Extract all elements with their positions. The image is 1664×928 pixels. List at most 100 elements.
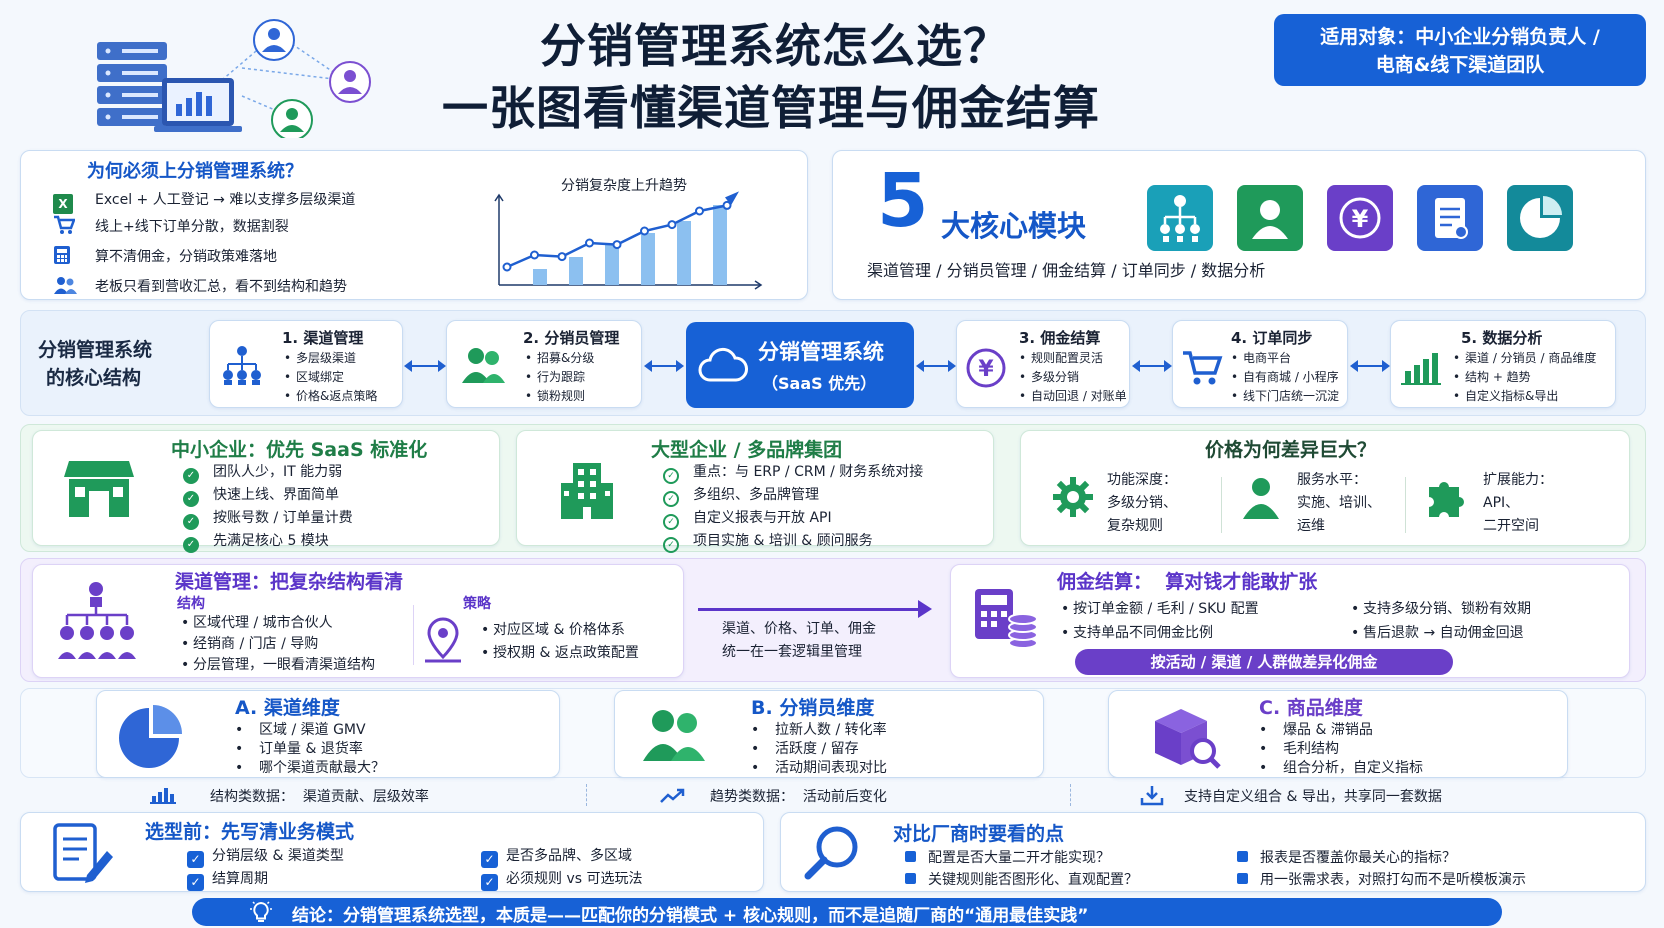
block-item: 锁粉规则: [523, 387, 594, 406]
chart-bar: [533, 269, 547, 285]
channel-struct-label: 结构: [177, 596, 205, 612]
block-title: 3. 佣金结算: [1019, 329, 1101, 347]
channel-title: 渠道管理：把复杂结构看清: [175, 571, 404, 593]
cart-icon: [53, 215, 76, 244]
center-subtitle: （SaaS 优先）: [762, 374, 877, 393]
enterprise-item: ✓项目实施 & 培训 & 顾问服务: [663, 530, 923, 553]
dim-card-product: C. 商品维度 爆品 & 滞销品 毛利结构 组合分析，自定义指标: [1108, 690, 1568, 778]
check-circle-icon: ✓: [663, 491, 679, 507]
block-item: 自定义指标&导出: [1451, 387, 1596, 406]
x-axis-arrow: [754, 280, 763, 290]
connector-arrow: [1350, 360, 1390, 372]
datatype-export: 支持自定义组合 & 导出，共享同一套数据: [1184, 789, 1442, 805]
bullet-square-icon: [905, 851, 916, 862]
modules-number: 5: [877, 158, 929, 244]
org-chart-icon: [1147, 185, 1213, 251]
compare-title: 对比厂商时要看的点: [893, 823, 1065, 845]
document-edit-icon: [53, 823, 113, 883]
block-item: 多层级渠道: [282, 349, 377, 368]
divider: [413, 605, 414, 665]
block-item: 规则配置灵活: [1017, 349, 1127, 368]
document-icon: [1417, 185, 1483, 251]
dim-title: A. 渠道维度: [235, 697, 340, 719]
chart-bar: [677, 221, 691, 285]
checkbox-checked-icon: ✓: [187, 851, 204, 868]
dim-item: 订单量 & 退货率: [233, 740, 385, 759]
puzzle-icon: [1429, 482, 1464, 517]
dim-title: B. 分销员维度: [751, 697, 875, 719]
channel-card: 渠道管理：把复杂结构看清 结构 区域代理 / 城市合伙人 经销商 / 门店 / …: [32, 564, 684, 678]
dim-item: 爆品 & 滞销品: [1257, 721, 1423, 740]
block-item: 招募&分级: [523, 349, 594, 368]
svg-text:¥: ¥: [1352, 205, 1369, 233]
block-item: 渠道 / 分销员 / 商品维度: [1451, 349, 1596, 368]
cart-icon: [1183, 351, 1223, 385]
check-circle-icon: ✓: [183, 491, 199, 507]
audience-line2: 电商&线下渠道团队: [1375, 54, 1545, 76]
store-icon: [64, 461, 134, 517]
trend-point: [502, 262, 512, 272]
bullet-square-icon: [1237, 873, 1248, 884]
check-circle-icon: ✓: [663, 514, 679, 530]
structure-block-analytics: 5. 数据分析 渠道 / 分销员 / 商品维度 结构 + 趋势 自定义指标&导出: [1390, 320, 1616, 408]
sme-item: ✓按账号数 / 订单量计费: [183, 507, 353, 530]
trend-icon: [660, 788, 685, 803]
calculator-icon: [53, 245, 75, 274]
checkbox-checked-icon: ✓: [481, 874, 498, 891]
commission-pill: 按活动 / 渠道 / 人群做差异化佣金: [1075, 649, 1453, 675]
block-item: 线下门店统一沉淀: [1229, 387, 1339, 406]
commission-card: 佣金结算： 算对钱才能敢扩张 按订单金额 / 毛利 / SKU 配置 支持单品不…: [950, 564, 1630, 678]
connector-arrow: [916, 360, 956, 372]
datatype-structure: 结构类数据： 渠道贡献、层级效率: [210, 789, 429, 805]
divider: [1221, 477, 1222, 533]
before-card: 选型前：先写清业务模式 ✓分销层级 & 渠道类型 ✓结算周期 ✓是否多品牌、多区…: [20, 812, 764, 892]
structure-block-order: 4. 订单同步 电商平台 自有商城 / 小程序 线下门店统一沉淀: [1172, 320, 1348, 408]
people-icon: [643, 710, 705, 761]
management-arrowhead: [918, 600, 932, 618]
location-pin-icon: [425, 617, 461, 663]
why-item: 算不清佣金，分销政策难落地: [53, 244, 355, 274]
conclusion-text: 结论：分销管理系统选型，本质是——匹配你的分销模式 + 核心规则，而不是追随厂商…: [292, 906, 1089, 926]
download-icon: [1140, 786, 1164, 806]
trend-point: [640, 226, 649, 236]
bar-chart-icon: [150, 788, 176, 804]
management-arrow: [698, 608, 920, 611]
trend-point: [557, 252, 567, 262]
cloud-icon: [698, 347, 748, 382]
dim-item: 哪个渠道贡献最大？: [233, 759, 385, 778]
price-title: 价格为何差异巨大？: [1205, 439, 1377, 461]
product-box-icon: [1155, 709, 1221, 769]
dim-item: 活跃度 / 留存: [749, 740, 887, 759]
trend-chart: [494, 191, 763, 290]
divider: [1070, 784, 1071, 806]
structure-block-commission: ¥ 3. 佣金结算 规则配置灵活 多级分销 自动回退 / 对账单: [956, 320, 1130, 408]
trend-point: [667, 220, 677, 230]
enterprise-item: ✓重点：与 ERP / CRM / 财务系统对接: [663, 461, 923, 484]
user-icon: [1237, 185, 1303, 251]
pie-chart-icon: [1507, 185, 1573, 251]
bullet-square-icon: [1237, 851, 1248, 862]
channel-struct-item: 分层管理，一眼看清渠道结构: [179, 655, 375, 676]
bullet-square-icon: [905, 873, 916, 884]
page-title-line2: 一张图看懂渠道管理与佣金结算: [442, 81, 1100, 135]
before-check: ✓必须规则 vs 可选玩法: [481, 868, 642, 891]
sme-item: ✓先满足核心 5 模块: [183, 530, 353, 553]
block-item: 自动回退 / 对账单: [1017, 387, 1127, 406]
yen-icon: ¥: [1327, 185, 1393, 251]
compare-point: 用一张需求表，对照打勾而不是听模板演示: [1237, 869, 1526, 891]
enterprise-item: ✓多组织、多品牌管理: [663, 484, 923, 507]
connector-arrow: [1132, 360, 1172, 372]
datatypes-row: 结构类数据： 渠道贡献、层级效率 趋势类数据： 活动前后变化 支持自定义组合 &…: [20, 784, 1646, 808]
before-check: ✓结算周期: [187, 868, 344, 891]
conclusion-bar: 结论：分销管理系统选型，本质是——匹配你的分销模式 + 核心规则，而不是追随厂商…: [192, 898, 1502, 926]
check-circle-icon: ✓: [183, 468, 199, 484]
header-illustration: [92, 8, 382, 141]
commission-item: 按订单金额 / 毛利 / SKU 配置: [1059, 597, 1259, 621]
block-item: 自有商城 / 小程序: [1229, 368, 1339, 387]
commission-item: 支持单品不同佣金比例: [1059, 621, 1259, 645]
block-item: 多级分销: [1017, 368, 1127, 387]
person-icon: [1243, 478, 1279, 519]
channel-struct-item: 区域代理 / 城市合伙人: [179, 613, 375, 634]
calculator-coins-icon: [975, 589, 1038, 649]
trend-point: [612, 240, 622, 250]
